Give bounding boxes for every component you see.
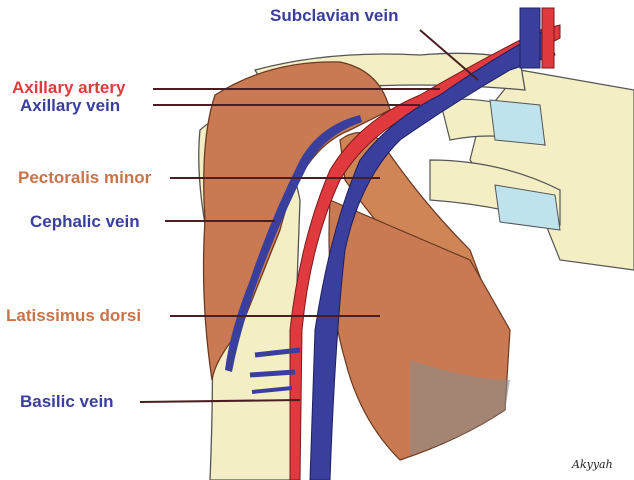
label-subclavian-vein: Subclavian vein	[270, 6, 399, 26]
label-cephalic-vein: Cephalic vein	[30, 212, 140, 232]
label-basilic-vein: Basilic vein	[20, 392, 114, 412]
brachiocephalic-artery	[542, 8, 554, 68]
label-axillary-vein: Axillary vein	[20, 96, 120, 116]
basilic-tributary-2	[250, 372, 295, 375]
artist-signature: Akyyah	[572, 458, 613, 471]
label-latissimus-dorsi: Latissimus dorsi	[6, 306, 141, 326]
costal-cartilage-1	[490, 100, 545, 145]
label-pectoralis-minor: Pectoralis minor	[18, 168, 151, 188]
brachiocephalic-vein	[520, 8, 540, 68]
label-axillary-artery: Axillary artery	[12, 78, 125, 98]
